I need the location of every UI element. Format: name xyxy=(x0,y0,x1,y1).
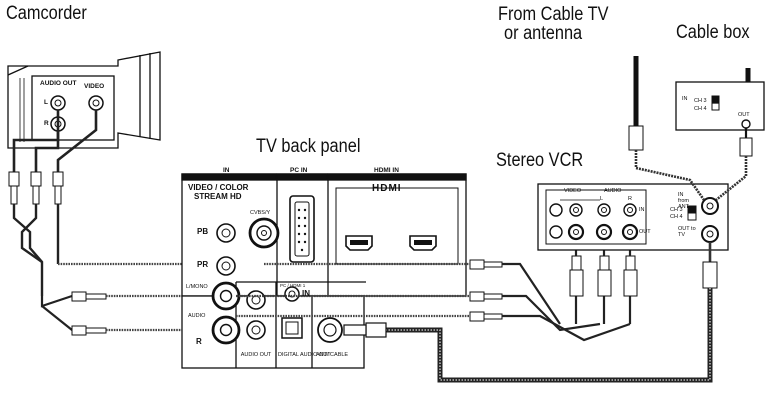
vcr-out-to-tv-label: OUT to TV xyxy=(678,226,696,238)
camcorder-plugs xyxy=(8,171,64,205)
vcr-out-label: OUT xyxy=(639,229,651,235)
vcr-video-label: VIDEO xyxy=(564,188,582,194)
vcr-cable-merge xyxy=(502,262,632,342)
tv-audio-r-jack xyxy=(211,315,241,345)
tv-r-label: R xyxy=(196,337,202,346)
tv-back-panel-title: TV back panel xyxy=(256,136,361,157)
cable-box-to-vcr-cable xyxy=(715,128,753,202)
vcr-in-label: IN xyxy=(639,207,645,213)
tv-pc-in-label: PC IN xyxy=(290,167,308,174)
tv-hdmi-port-1 xyxy=(345,235,373,251)
vcr-in-from-ant-label: IN from ANT xyxy=(678,192,689,210)
camcorder-video-jack xyxy=(88,95,104,111)
cable-box-in-label: IN xyxy=(682,96,688,102)
tv-audio-out-label: AUDIO OUT xyxy=(240,352,272,358)
antenna-cable xyxy=(628,56,706,201)
camcorder-r-label: R xyxy=(44,120,49,127)
tv-hdmi-in-label: HDMI IN xyxy=(374,167,399,174)
vcr-r-label: R xyxy=(628,196,632,202)
tv-stream-hd-label: STREAM HD xyxy=(194,192,242,201)
camcorder-audio-split xyxy=(40,294,73,331)
tv-audio-label: AUDIO xyxy=(188,313,206,319)
cable-box-title: Cable box xyxy=(676,22,750,43)
cable-box-device xyxy=(675,81,765,131)
vcr-ch4-label: CH 4 xyxy=(670,214,683,220)
tv-pb-label: PB xyxy=(197,227,209,236)
cable-box-ch4-label: CH 4 xyxy=(694,106,707,112)
tv-pc-in-port xyxy=(289,195,315,263)
vcr-l-label: L xyxy=(600,196,604,202)
tv-digital-audio-out-port xyxy=(281,317,303,339)
cable-box-out-label: OUT xyxy=(738,112,750,118)
vcr-output-plugs xyxy=(569,255,638,297)
hdmi-logo: HDMI xyxy=(372,183,402,194)
tv-lmono-label: L/MONO xyxy=(186,284,208,290)
camcorder-cable-runs xyxy=(12,204,60,296)
tv-in-header: IN xyxy=(223,167,230,174)
camcorder-audio-out-label: AUDIO OUT xyxy=(40,80,77,87)
vcr-side-plugs xyxy=(469,259,503,322)
tv-audio-out-r-jack xyxy=(246,320,266,340)
camcorder-device xyxy=(7,51,161,149)
camcorder-cables xyxy=(12,110,98,172)
cable-box-ch3-label: CH 3 xyxy=(694,98,707,104)
tv-audio-input-plugs xyxy=(71,291,107,336)
vcr-to-tv-coax-cable xyxy=(343,242,718,383)
vcr-channel-switch xyxy=(687,205,697,221)
stereo-vcr-title: Stereo VCR xyxy=(496,150,584,171)
tv-video-color-label: VIDEO / COLOR xyxy=(188,183,249,192)
antenna-title: or antenna xyxy=(504,23,583,44)
vcr-audio-label: AUDIO xyxy=(604,188,622,194)
tv-pc-audio-in-label: IN xyxy=(302,289,310,298)
tv-pc-audio-label: PC / HDMI 1 xyxy=(280,283,306,288)
tv-pb-jack xyxy=(216,223,236,243)
vcr-ant-in-port xyxy=(701,197,719,215)
tv-ant-cable-label: ANT/ CABLE xyxy=(316,352,349,358)
vcr-ch3-label: CH 3 xyxy=(670,207,683,213)
tv-cvbs-jack xyxy=(248,217,280,249)
camcorder-video-label: VIDEO xyxy=(84,83,105,90)
tv-audio-l-jack xyxy=(211,281,241,311)
tv-pc-audio-jack xyxy=(284,286,300,302)
tv-audio-out-l-jack xyxy=(246,290,266,310)
tv-digital-audio-out-label: DIGITAL AUDIO OUT xyxy=(278,352,331,358)
tv-pr-label: PR xyxy=(197,260,209,269)
cable-tv-title: From Cable TV xyxy=(498,4,609,25)
camcorder-audio-l-jack xyxy=(50,95,66,111)
camcorder-l-label: L xyxy=(44,99,48,106)
vcr-jacks xyxy=(549,203,639,241)
tv-ant-cable-port xyxy=(317,317,343,343)
tv-pr-jack xyxy=(216,256,236,276)
tv-hdmi-port-2 xyxy=(409,235,437,251)
camcorder-title: Camcorder xyxy=(6,3,87,24)
vcr-ant-out-port xyxy=(701,225,719,243)
tv-cvbs-label: CVBS/Y xyxy=(250,210,271,216)
